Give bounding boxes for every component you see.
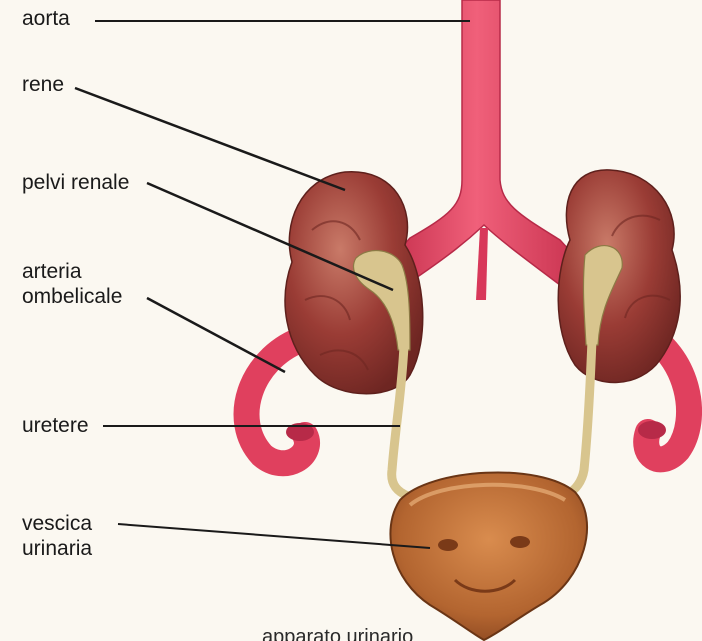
label-vescica-urinaria: vescica urinaria [22,511,92,561]
label-pelvi-renale-text: pelvi renale [22,170,129,195]
label-uretere-text: uretere [22,413,89,438]
label-arteria-ombelicale: arteria ombelicale [22,259,122,309]
kidney-right [558,170,680,383]
label-rene-text: rene [22,72,64,97]
leader-line-arteria-ombelicale [147,298,285,372]
label-rene: rene [22,72,64,97]
footer-caption: apparato urinario [262,626,413,641]
aorta-small-branch [476,228,488,300]
label-pelvi-renale: pelvi renale [22,170,129,195]
label-vescica-line2: urinaria [22,536,92,561]
umbilical-artery-left [247,340,307,463]
label-arteria-line1: arteria [22,259,122,284]
label-aorta: aorta [22,6,70,31]
leader-line-vescica [118,524,430,548]
umbilical-artery-right-end [638,421,666,439]
label-aorta-text: aorta [22,6,70,31]
label-arteria-line2: ombelicale [22,284,122,309]
label-uretere: uretere [22,413,89,438]
label-vescica-line1: vescica [22,511,92,536]
